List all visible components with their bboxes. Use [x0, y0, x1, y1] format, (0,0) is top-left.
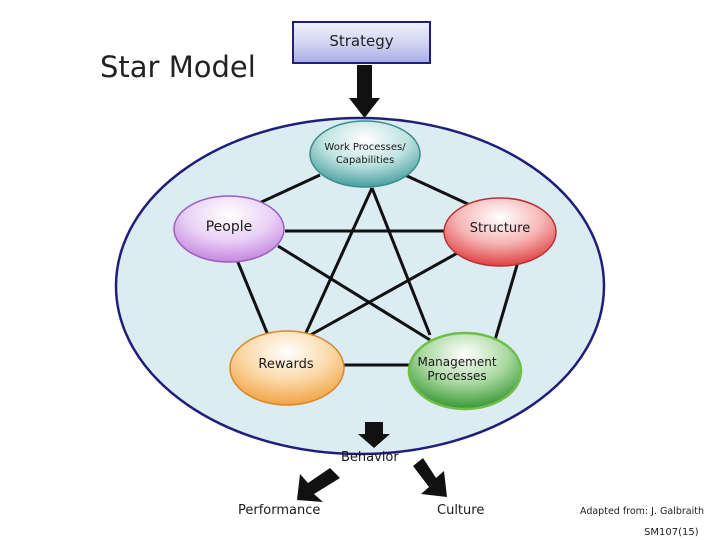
behavior-label: Behavior — [341, 450, 399, 465]
node-management-processes — [407, 331, 523, 411]
management-processes-label: Management Processes — [417, 355, 497, 383]
node-rewards — [229, 330, 345, 406]
diag-work-rewards — [303, 187, 374, 336]
edge-people-rewards — [233, 254, 272, 341]
page-title: Star Model — [100, 50, 256, 84]
edge-structure-mgmt — [493, 254, 522, 341]
performance-label: Performance — [238, 503, 321, 518]
star-diagonals — [277, 187, 471, 342]
diag-people-mgmt — [277, 244, 431, 342]
diag-structure-rewards — [304, 244, 471, 340]
strategy-label: Strategy — [329, 31, 394, 50]
people-label: People — [205, 218, 253, 235]
node-people — [173, 195, 285, 263]
node-structure — [443, 197, 557, 267]
rewards-label: Rewards — [258, 357, 314, 373]
culture-label: Culture — [437, 503, 485, 518]
node-work-processes — [309, 120, 421, 188]
diag-work-mgmt — [370, 187, 432, 336]
arrow-down-icon — [349, 65, 380, 118]
pentagon-edges — [233, 173, 522, 367]
attribution-note: Adapted from: J. Galbraith — [580, 506, 704, 517]
edge-work-people — [254, 173, 321, 207]
structure-label: Structure — [469, 221, 531, 237]
arrow-down-left-icon — [297, 468, 340, 502]
arrow-down-icon — [358, 422, 390, 448]
strategy-box: Strategy — [292, 21, 431, 64]
arrow-down-right-icon — [413, 458, 447, 497]
work-processes-label: Work Processes/ Capabilities — [324, 142, 406, 166]
edge-work-structure — [404, 173, 471, 207]
slide-code: SM107(15) — [644, 527, 699, 538]
